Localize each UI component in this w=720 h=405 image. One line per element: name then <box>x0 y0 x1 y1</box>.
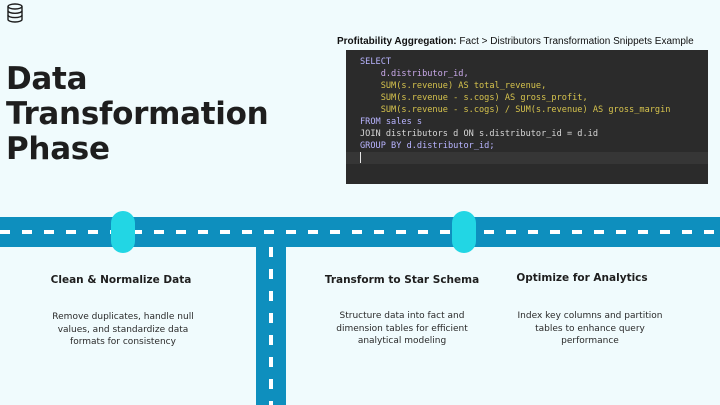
text-cursor <box>360 152 361 163</box>
code-token: JOIN distributors d ON s.distributor_id … <box>360 129 598 139</box>
code-token: SELECT <box>360 57 392 67</box>
code-cursor-line[interactable] <box>346 152 708 164</box>
code-token: SUM(s.revenue - s.cogs) / SUM(s.revenue)… <box>360 105 671 115</box>
step-title-transform: Transform to Star Schema <box>324 274 480 286</box>
timeline-marker-2 <box>452 211 476 253</box>
timeline-marker-1 <box>111 211 135 253</box>
code-caption: Profitability Aggregation: Fact > Distri… <box>337 36 717 47</box>
timeline-road-vertical-dashes <box>269 247 273 405</box>
code-line: GROUP BY d.distributor_id; <box>360 140 708 152</box>
code-line: JOIN distributors d ON s.distributor_id … <box>360 128 708 140</box>
timeline-road-dashes <box>0 230 720 234</box>
code-token: d.distributor_id, <box>360 69 469 79</box>
code-line: SELECT <box>360 56 708 68</box>
code-caption-text: Fact > Distributors Transformation Snipp… <box>456 36 694 47</box>
code-token: GROUP BY d.distributor_id; <box>360 141 495 151</box>
step-title-optimize: Optimize for Analytics <box>516 272 648 284</box>
code-line: d.distributor_id, <box>360 68 708 80</box>
code-line: SUM(s.revenue) AS total_revenue, <box>360 80 708 92</box>
step-desc-clean: Remove duplicates, handle null values, a… <box>52 312 194 347</box>
step-desc-optimize: Index key columns and partition tables t… <box>517 311 663 346</box>
code-token: FROM sales s <box>360 117 423 127</box>
database-icon <box>7 3 23 23</box>
page-title: Data Transformation Phase <box>6 61 269 167</box>
step-desc-transform: Structure data into fact and dimension t… <box>336 311 468 346</box>
step-title-clean: Clean & Normalize Data <box>50 274 192 286</box>
code-token: SUM(s.revenue - s.cogs) AS gross_profit, <box>360 93 588 103</box>
code-line: SUM(s.revenue - s.cogs) AS gross_profit, <box>360 92 708 104</box>
code-token: SUM(s.revenue) AS total_revenue, <box>360 81 547 91</box>
code-snippet-panel: SELECT d.distributor_id, SUM(s.revenue) … <box>346 50 708 184</box>
code-line: FROM sales s <box>360 116 708 128</box>
code-line: SUM(s.revenue - s.cogs) / SUM(s.revenue)… <box>360 104 708 116</box>
code-caption-bold: Profitability Aggregation: <box>337 36 457 47</box>
